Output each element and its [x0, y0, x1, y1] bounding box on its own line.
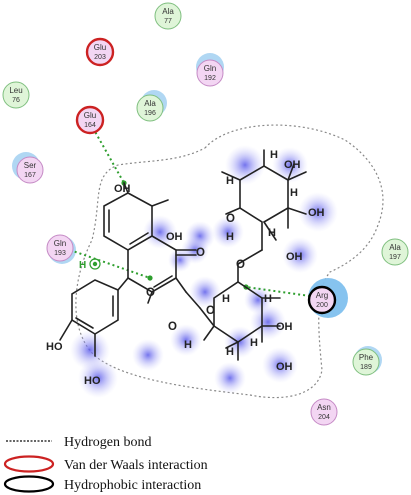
atom-h: H — [226, 346, 234, 358]
svg-text:164: 164 — [84, 122, 96, 129]
hydrogen-bonds — [69, 127, 311, 297]
atom-h: H — [268, 227, 276, 239]
residue-arg200: Arg 200 — [307, 285, 337, 315]
atom-oh: OH — [286, 251, 303, 263]
ligand-skeleton — [59, 149, 307, 361]
atom-oh: OH — [166, 231, 183, 243]
svg-text:Arg: Arg — [316, 291, 328, 300]
svg-text:193: 193 — [54, 250, 66, 257]
svg-text:76: 76 — [12, 97, 20, 104]
legend-vdw-swatch — [3, 455, 55, 473]
residue-ser167: Ser 167 — [16, 156, 44, 184]
residue-ala77: Ala 77 — [154, 2, 182, 30]
pi-h-marker-inner — [92, 261, 98, 267]
atom-o: O — [168, 321, 177, 333]
atom-o: O — [236, 259, 245, 271]
legend-hbond-label: Hydrogen bond — [64, 435, 152, 450]
atom-ho: HO — [46, 341, 63, 353]
svg-text:Asn: Asn — [317, 403, 331, 412]
legend-hydrophobic-swatch — [3, 475, 55, 493]
svg-text:192: 192 — [204, 75, 216, 82]
svg-text:Glu: Glu — [94, 43, 106, 52]
hbond-gln193 — [69, 249, 151, 279]
atom-h: H — [270, 149, 278, 161]
svg-text:Glu: Glu — [84, 111, 96, 120]
atom-h: H — [184, 339, 192, 351]
atom-o: O — [206, 305, 215, 317]
residue-asn204: Asn 204 — [310, 398, 338, 426]
svg-text:196: 196 — [144, 110, 156, 117]
svg-text:Phe: Phe — [359, 353, 374, 362]
hbond-glu164 — [92, 127, 125, 184]
atom-o: O — [146, 287, 155, 299]
svg-text:77: 77 — [164, 18, 172, 25]
svg-text:203: 203 — [94, 54, 106, 61]
atom-h: H — [222, 293, 230, 305]
residues: Ala 77 Glu 203 Gln 192 Leu 76 Ala 196 Gl… — [2, 2, 409, 426]
svg-text:189: 189 — [360, 364, 372, 371]
svg-text:Gln: Gln — [54, 239, 66, 248]
svg-text:197: 197 — [389, 254, 401, 261]
residue-phe189: Phe 189 — [352, 348, 380, 376]
atom-h: H — [250, 337, 258, 349]
svg-text:Ala: Ala — [389, 243, 401, 252]
pi-h-label: H — [79, 260, 86, 271]
atom-oh: OH — [276, 321, 293, 333]
svg-text:Gln: Gln — [204, 64, 216, 73]
pi-h-marker-outer — [89, 258, 101, 270]
atom-oh: OH — [284, 159, 301, 171]
svg-text:Ser: Ser — [24, 161, 37, 170]
svg-text:167: 167 — [24, 172, 36, 179]
pocket-contour — [75, 124, 384, 399]
atom-h: H — [264, 293, 272, 305]
svg-text:Leu: Leu — [9, 86, 22, 95]
atom-oh: OH — [276, 361, 293, 373]
legend: Hydrogen bond Van der Waals interaction … — [3, 435, 208, 493]
svg-text:Ala: Ala — [144, 99, 156, 108]
atom-o: O — [196, 247, 205, 259]
atom-h: H — [226, 175, 234, 187]
svg-text:Ala: Ala — [162, 7, 174, 16]
atom-h: H — [290, 187, 298, 199]
hbond-arg200 — [245, 286, 311, 297]
atom-oh: OH — [114, 183, 131, 195]
residue-glu164: Glu 164 — [75, 105, 105, 135]
legend-vdw-label: Van der Waals interaction — [64, 458, 208, 473]
residue-gln192: Gln 192 — [196, 59, 224, 87]
atom-o: O — [226, 213, 235, 225]
svg-text:204: 204 — [318, 414, 330, 421]
atom-glows — [70, 145, 338, 398]
residue-ala196: Ala 196 — [136, 94, 164, 122]
residue-gln193: Gln 193 — [46, 234, 74, 262]
legend-hydrophobic-label: Hydrophobic interaction — [64, 478, 201, 493]
residue-leu76: Leu 76 — [2, 81, 30, 109]
residue-glu203: Glu 203 — [85, 37, 115, 67]
atom-h: H — [226, 231, 234, 243]
atom-ho: HO — [84, 375, 101, 387]
atom-oh: OH — [308, 207, 325, 219]
atom-labels: OH OH O O O HO HO O OH OH H H H H H O O … — [46, 149, 325, 387]
hbond-end-dot — [147, 275, 153, 281]
svg-text:200: 200 — [316, 302, 328, 309]
residue-ala197: Ala 197 — [381, 238, 409, 266]
